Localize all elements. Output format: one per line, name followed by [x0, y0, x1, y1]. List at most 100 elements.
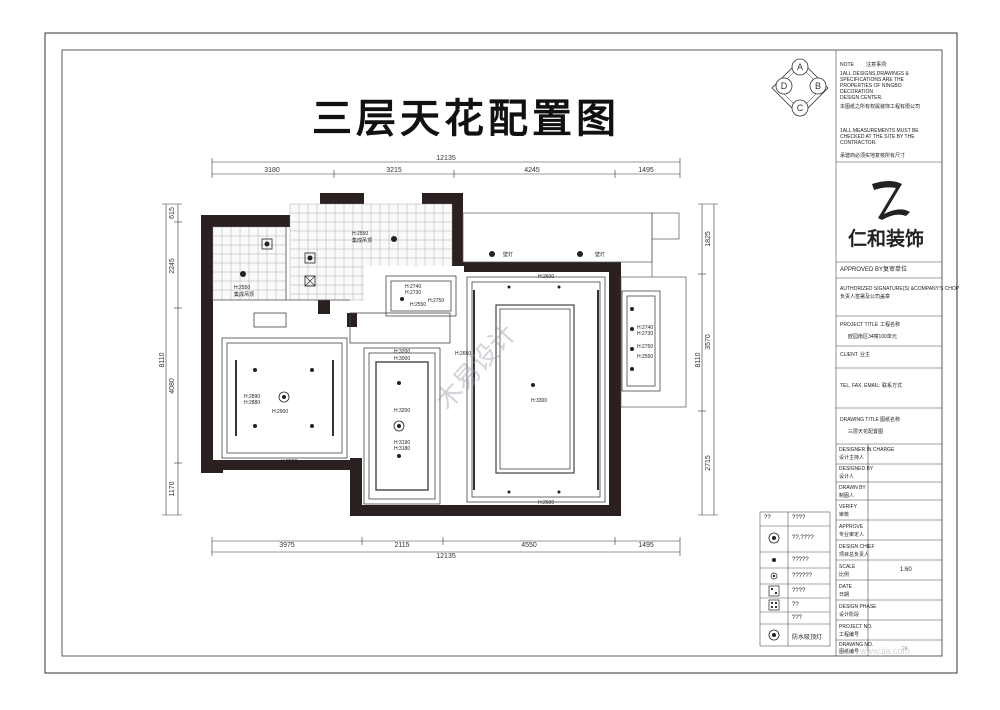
legend-symbols — [768, 532, 780, 641]
legend-item: ???? — [792, 588, 806, 594]
drawing-no-value: 24 — [902, 646, 908, 652]
label-r1-h: H:2550 — [234, 285, 250, 291]
cove-lights — [235, 290, 599, 490]
note-cn: 注意事项: — [866, 62, 888, 68]
dim-left-seg: 2245 — [169, 258, 176, 274]
legend-item: ?? — [792, 602, 799, 608]
title-block-grid — [835, 50, 942, 656]
tb-row-cn: 设计人 — [839, 474, 855, 480]
compass-letter: D — [781, 81, 788, 91]
tb-row-cn: 日期 — [839, 592, 850, 598]
dim-top-total: 12135 — [436, 155, 456, 162]
tb-row-en: SCALE — [839, 564, 856, 570]
legend-item: 防水吸顶灯 — [792, 635, 823, 641]
approved-label: APPROVED BY复审单位 — [840, 267, 908, 273]
label-small: H:2550 — [410, 302, 426, 308]
label-wall-lamp: 壁灯 — [595, 251, 605, 258]
dim-bottom-seg: 4550 — [521, 542, 537, 549]
label-right: H:2740 — [637, 325, 653, 331]
tb-row-en: DESIGNED BY — [839, 466, 874, 472]
legend-item: ????? — [792, 557, 809, 563]
compass-letter: A — [797, 62, 803, 72]
label-r2-h: H:2550 — [352, 231, 368, 237]
label-left: H:2890 — [244, 394, 260, 400]
label-mid-side: H:2650 — [455, 351, 471, 357]
tb-row-en: DRAWN BY — [839, 485, 866, 491]
label-small: H:2740 — [405, 284, 421, 290]
drawing-title-cn: 图纸名称 — [880, 417, 901, 423]
legend-item: ??? — [792, 615, 803, 621]
dim-left-seg: 4080 — [169, 378, 176, 394]
label-big: H:2600 — [538, 500, 554, 506]
note-en-2: 1ALL MEASUREMENTS MUST BE CHECKED AT THE… — [840, 128, 919, 146]
note-en-1: 1ALL DESIGNS,DRAWINGS & SPECIFICATIONS A… — [840, 71, 909, 101]
compass-letter: B — [815, 81, 821, 91]
dim-top-seg: 1495 — [638, 167, 654, 174]
label-small: H:2750 — [428, 298, 444, 304]
drawing-title-value: 三层天花配置图 — [848, 429, 884, 435]
dim-bottom-seg: 2115 — [394, 542, 409, 549]
tb-row-cn: 审核 — [839, 512, 850, 518]
tile-grid-1 — [212, 226, 287, 301]
contact-label: TEL. FAX. EMAIL: 联系方式 — [840, 383, 902, 389]
label-left-bottom: H:2600 — [281, 459, 297, 465]
ceiling-frames — [221, 275, 661, 505]
terrace — [462, 212, 687, 408]
legend-item: ??,???? — [792, 535, 814, 541]
company-name: 仁和装饰 — [848, 228, 925, 250]
scale-value: 1:60 — [900, 567, 912, 573]
dim-top-seg: 3215 — [386, 167, 402, 174]
label-right: H:2730 — [637, 331, 653, 337]
dim-left-seg: 615 — [169, 207, 176, 219]
tb-row-en: DRAWING NO. — [839, 642, 874, 648]
drawing-title-label: DRAWING TITLE — [840, 417, 879, 423]
authorized-label: AUTHORIZED SIGNATURE(S) &COMPANY'S CHOP — [840, 286, 960, 292]
legend-item: ???? — [792, 515, 806, 521]
inner-border — [61, 49, 943, 657]
label-right: H:2750 — [637, 344, 653, 350]
label-mid: H:3190 — [394, 440, 410, 446]
label-right: H:2550 — [637, 354, 653, 360]
dim-bottom-seg: 1495 — [638, 542, 654, 549]
tb-row-en: DESIGN CHIEF — [839, 544, 875, 550]
tb-row-en: APPROVE — [839, 524, 864, 530]
label-big: H:3300 — [531, 398, 547, 404]
tb-row-cn: 项目总负责人 — [839, 552, 870, 558]
dim-top-seg: 4245 — [524, 167, 540, 174]
note-label: NOTE — [840, 62, 854, 68]
label-r2-name: 集成吊顶 — [352, 237, 372, 244]
tb-row-en: DESIGN PHASE — [839, 604, 877, 610]
dimension-text: 12135 3180 3215 4245 1495 3975 2115 4550… — [159, 155, 712, 560]
light-fixtures — [240, 236, 634, 494]
room-labels: H:2550 集成吊顶 H:2550 集成吊顶 壁灯 壁灯 H:2740 H:2… — [234, 231, 653, 506]
note-cn-1: 本图纸之所有权属装饰工程有限公司 — [840, 104, 921, 110]
label-mid: H:3200 — [394, 408, 410, 414]
tb-row-en: VERIFY — [839, 504, 858, 510]
dim-top-seg: 3180 — [264, 167, 280, 174]
label-big: H:2600 — [538, 274, 554, 280]
label-left: H:2880 — [244, 400, 260, 406]
label-left: H:2900 — [272, 409, 288, 415]
label-wall-lamp: 壁灯 — [503, 251, 513, 258]
dimension-lines — [162, 158, 718, 556]
watermark-small: www.jia.com — [860, 646, 911, 656]
legend-item: ?????? — [792, 573, 813, 579]
drawing-title: 三层天花配置图 — [312, 95, 620, 142]
client-label: CLIENT — [840, 352, 858, 358]
compass-symbol — [771, 58, 829, 117]
tb-row-cn: 图纸编号 — [839, 649, 860, 655]
compass-letters: A B C D — [781, 62, 821, 113]
dim-bottom-seg: 3975 — [279, 542, 295, 549]
legend-symbol-text: ?? — [764, 515, 771, 521]
tb-row-en: DESIGNER IN CHARGE — [839, 447, 895, 453]
label-mid: H:3200 — [394, 349, 410, 355]
walls — [201, 193, 621, 516]
label-r1-name: 集成吊顶 — [234, 291, 254, 298]
tb-row-cn: 比例 — [839, 572, 850, 578]
dim-left-total: 8110 — [159, 352, 166, 367]
authorized-cn: 负责人签署及公司盖章 — [840, 294, 891, 300]
outer-border — [44, 32, 958, 674]
project-title-cn: 工程名称 — [880, 322, 901, 328]
